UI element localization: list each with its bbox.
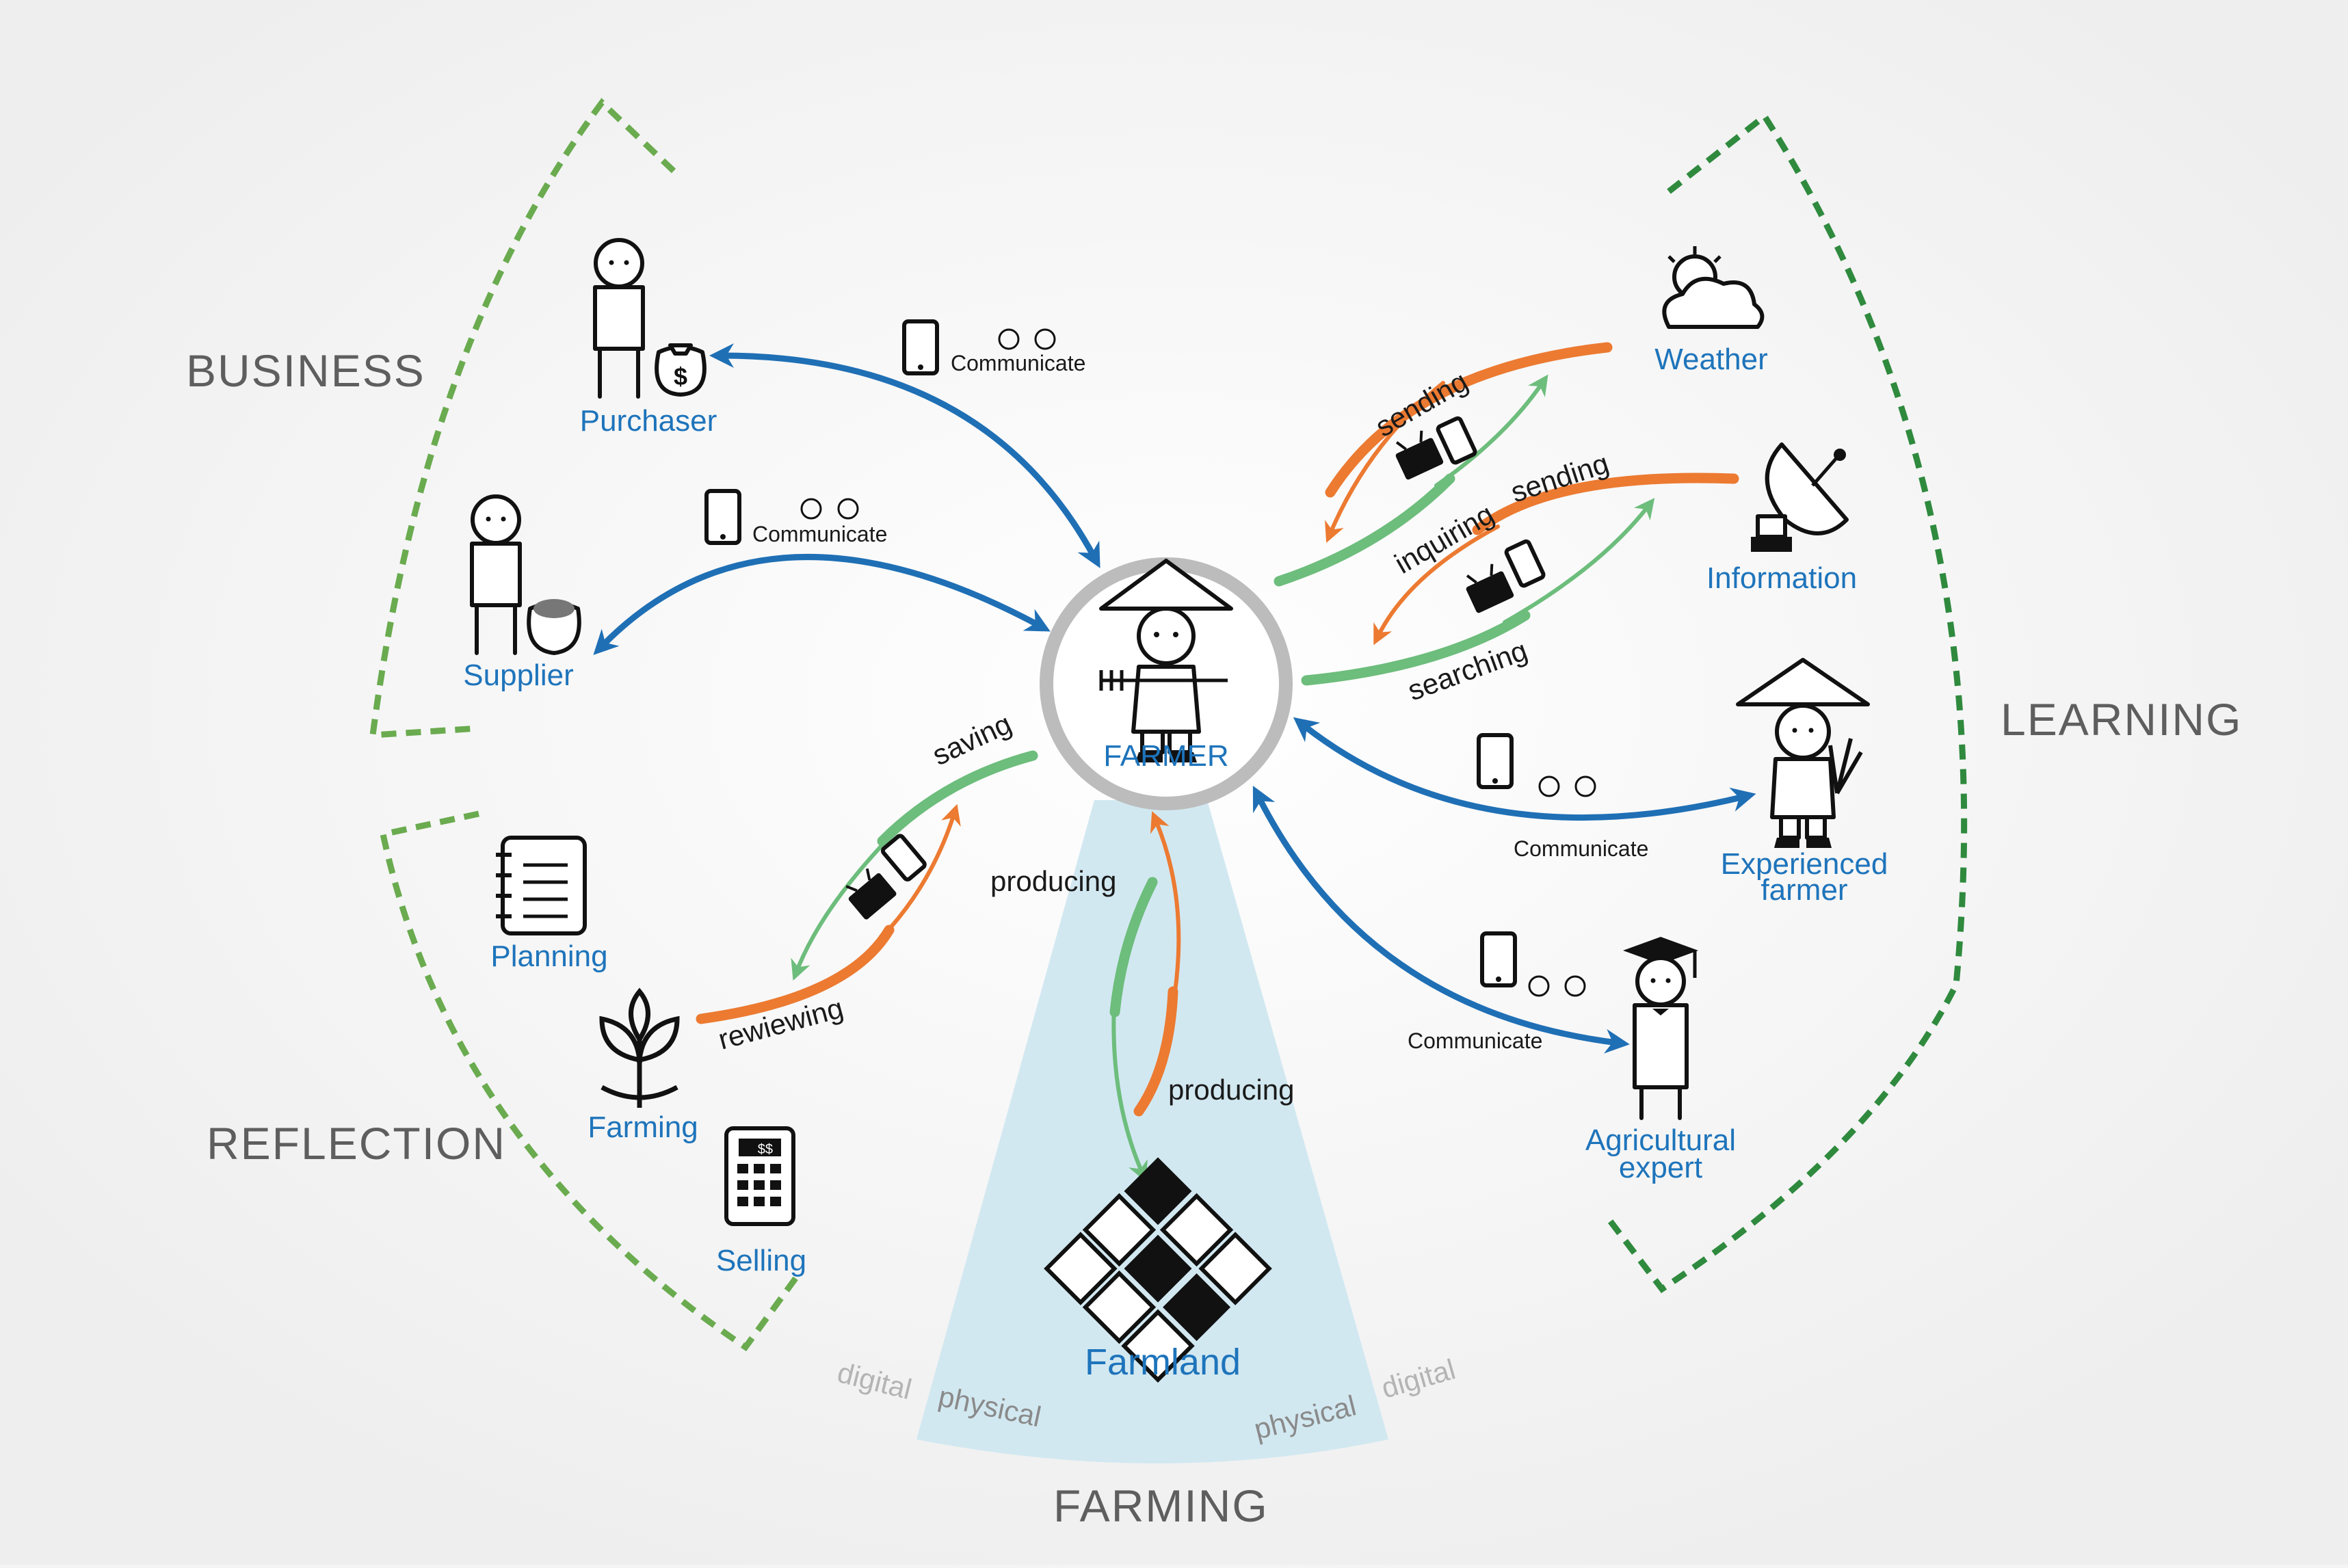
phone-icon: [1477, 733, 1514, 789]
line-farmer-searching: [1301, 610, 1531, 686]
purchaser-person-icon: [593, 238, 645, 399]
section-learning: LEARNING: [2001, 694, 2242, 745]
arrow-purchaser-farmer: [709, 343, 1100, 568]
arrow-searching-out: [1503, 498, 1655, 624]
pitchfork-icon: [1099, 670, 1228, 691]
tv-icon: [1466, 563, 1514, 613]
face-icon: [998, 328, 1056, 350]
satellite-dish-icon: [1751, 442, 1849, 552]
face-icon: [1528, 975, 1586, 997]
node-farmland: Farmland: [1085, 1342, 1241, 1383]
label-producing-left: producing: [990, 865, 1116, 897]
label-producing-right: producing: [1168, 1074, 1294, 1106]
learning-border: [1605, 111, 1968, 1294]
line-producing-down: [1109, 877, 1158, 1018]
plant-icon: [599, 987, 680, 1108]
arrow-inquiring-out: [1434, 374, 1548, 488]
calculator-icon: $$: [724, 1126, 795, 1226]
node-selling: Selling: [716, 1244, 806, 1277]
label-communicate-expert: Communicate: [1408, 1028, 1542, 1053]
line-weather-sending: [1325, 342, 1613, 498]
node-planning: Planning: [490, 940, 607, 973]
section-farming: FARMING: [1053, 1480, 1269, 1531]
node-information: Information: [1706, 561, 1857, 595]
phone-icon: [1504, 539, 1546, 588]
farming-zone: [916, 800, 1388, 1463]
notebook-icon: [496, 836, 587, 935]
farmer-icon: [1099, 559, 1233, 762]
agricultural-expert-icon: [1623, 937, 1698, 1120]
arrow-information-in: [1373, 524, 1500, 646]
farmland-grid-icon: [1044, 1157, 1272, 1383]
tv-icon: [845, 868, 897, 920]
arrow-saving-out: [791, 836, 891, 981]
label-communicate-supplier: Communicate: [752, 522, 887, 546]
arrow-reviewing-in: [873, 803, 961, 946]
money-bag-dollar: $: [674, 362, 687, 390]
calculator-display: $$: [758, 1142, 773, 1157]
arrow-producing-up: [1150, 811, 1181, 1007]
line-reviewing: [696, 925, 895, 1024]
farmer-label: FARMER: [1103, 739, 1228, 773]
face-icon: [800, 498, 859, 520]
seed-sack-icon: [527, 599, 581, 655]
node-experienced-farmer-2: farmer: [1760, 873, 1847, 907]
phone-icon: [880, 834, 927, 881]
experienced-farmer-icon: [1736, 658, 1870, 848]
phone-icon: [902, 319, 939, 375]
node-purchaser: Purchaser: [580, 404, 717, 438]
face-icon: [1538, 775, 1596, 797]
node-experienced-farmer-1: Experienced: [1721, 847, 1888, 881]
label-communicate-experienced: Communicate: [1514, 836, 1648, 861]
section-business: BUSINESS: [186, 345, 425, 396]
node-weather: Weather: [1654, 343, 1768, 376]
phone-icon: [1480, 931, 1517, 987]
label-communicate-purchaser: Communicate: [951, 351, 1085, 375]
business-border: [369, 98, 676, 739]
phone-icon: [1436, 416, 1477, 465]
section-reflection: REFLECTION: [207, 1118, 506, 1169]
arrow-weather-in: [1325, 381, 1445, 543]
money-bag-icon: $: [655, 343, 707, 397]
node-agricultural-expert-2: expert: [1619, 1151, 1702, 1184]
arrow-agricultural-expert: [1252, 785, 1630, 1054]
supplier-person-icon: [470, 494, 522, 655]
line-farmer-saving: [877, 750, 1038, 847]
tv-icon: [1395, 430, 1444, 480]
node-agricultural-expert-1: Agricultural: [1585, 1124, 1736, 1157]
line-information-sending: [1472, 473, 1739, 535]
arrow-producing-down: [1111, 989, 1148, 1182]
reflection-border: [379, 810, 803, 1352]
line-producing-up: [1133, 986, 1178, 1117]
weather-icon: [1662, 246, 1765, 329]
line-farmer-inquiring: [1274, 473, 1455, 587]
arrow-supplier-farmer: [593, 554, 1051, 655]
node-farming: Farming: [588, 1111, 698, 1144]
phone-icon: [704, 489, 741, 545]
node-supplier: Supplier: [463, 659, 573, 692]
